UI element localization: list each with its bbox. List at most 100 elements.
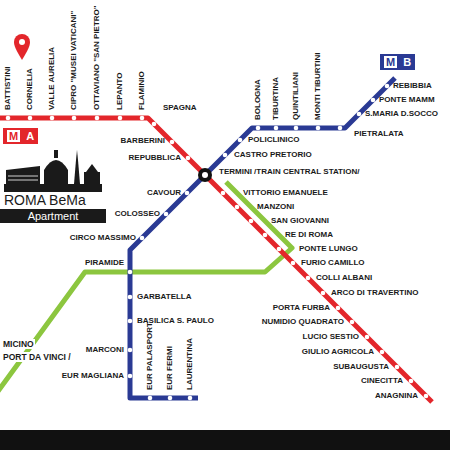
station-label: NUMIDIO QUADRATO bbox=[262, 317, 344, 327]
station-dot bbox=[128, 348, 133, 353]
station-label: GARBATELLA bbox=[137, 292, 192, 302]
station-dot bbox=[350, 320, 355, 325]
station-dot bbox=[357, 112, 362, 117]
station-label: RE DI ROMA bbox=[285, 230, 333, 240]
station-label: SAN GIOVANNI bbox=[271, 216, 329, 226]
station-dot bbox=[185, 191, 190, 196]
station-label: ANAGNINA bbox=[375, 391, 418, 401]
station-dot bbox=[128, 374, 133, 379]
station-label: PONTE LUNGO bbox=[299, 244, 358, 254]
station-label: PIETRALATA bbox=[354, 129, 403, 139]
interchange-ring bbox=[198, 168, 212, 182]
station-label: COLOSSEO bbox=[115, 209, 160, 219]
station-label: CAVOUR bbox=[147, 188, 181, 198]
station-label: BARBERINI bbox=[121, 136, 165, 146]
station-dot bbox=[152, 122, 157, 127]
station-dot bbox=[263, 233, 268, 238]
station-dot bbox=[6, 116, 11, 121]
station-label: QUINTILIANI bbox=[291, 72, 301, 120]
station-label: PORTA FURBA bbox=[273, 303, 330, 313]
station-label: MONTI TIBURTINI bbox=[313, 52, 323, 120]
rome-skyline bbox=[4, 150, 102, 192]
station-label: FLAMINIO bbox=[137, 71, 147, 110]
station-label: LUCIO SESTIO bbox=[303, 332, 359, 342]
station-label: MANZONI bbox=[257, 202, 294, 212]
station-label: EUR PALASPORT bbox=[145, 322, 155, 390]
station-label: VITTORIO EMANUELE bbox=[243, 188, 328, 198]
station-dot bbox=[170, 140, 175, 145]
station-dot bbox=[365, 335, 370, 340]
station-dot bbox=[140, 116, 145, 121]
station-dot bbox=[50, 116, 55, 121]
station-dot bbox=[336, 306, 341, 311]
station-dot bbox=[164, 212, 169, 217]
station-label: VALLE AURELIA bbox=[47, 47, 57, 110]
station-label: CORNELIA bbox=[25, 68, 35, 110]
station-dot bbox=[321, 291, 326, 296]
station-dot bbox=[371, 98, 376, 103]
line-letter: B bbox=[403, 56, 411, 68]
station-dot bbox=[28, 116, 33, 121]
brand-subtitle: Apartment bbox=[0, 209, 106, 223]
station-dot bbox=[249, 219, 254, 224]
station-label: LEPANTO bbox=[115, 73, 125, 110]
station-dot bbox=[128, 270, 133, 275]
station-dot bbox=[274, 126, 279, 131]
station-label: PONTE MAMM bbox=[379, 95, 435, 105]
station-label: SUBAUGUSTA bbox=[333, 362, 389, 372]
station-dot bbox=[306, 276, 311, 281]
station-dot bbox=[338, 126, 343, 131]
station-dot bbox=[238, 138, 243, 143]
station-dot bbox=[140, 236, 145, 241]
station-label: FURIO CAMILLO bbox=[301, 258, 365, 268]
metro-letter: M bbox=[7, 130, 20, 142]
line-b-badge: MB bbox=[380, 54, 415, 70]
bottom-band bbox=[0, 430, 450, 450]
station-dot bbox=[128, 319, 133, 324]
station-label: PORT DA VINCI / bbox=[2, 352, 72, 362]
station-dot bbox=[72, 116, 77, 121]
location-pin bbox=[14, 34, 30, 60]
interchange-core bbox=[202, 172, 208, 178]
station-dot bbox=[424, 394, 429, 399]
station-dot bbox=[409, 379, 414, 384]
station-label: BOLOGNA bbox=[253, 79, 263, 120]
station-label: POLICLINICO bbox=[248, 135, 300, 145]
station-label: S.MARIA D.SOCCO bbox=[365, 109, 438, 119]
station-label: CIRCO MASSIMO bbox=[70, 233, 136, 243]
station-dot bbox=[395, 365, 400, 370]
station-label: PIRAMIDE bbox=[85, 258, 124, 268]
station-label: REPUBBLICA bbox=[129, 153, 181, 163]
station-label: EUR MAGLIANA bbox=[62, 371, 124, 381]
apartment-logo: ROMA BeMaApartment bbox=[0, 192, 106, 223]
termini-interchange bbox=[198, 168, 212, 182]
line-a-badge: MA bbox=[3, 128, 38, 144]
station-label: TERMINI /TRAIN CENTRAL STATION/ bbox=[219, 167, 359, 177]
station-label: EUR FERMI bbox=[165, 346, 175, 390]
station-label: CASTRO PRETORIO bbox=[234, 150, 312, 160]
station-label: OTTAVIANO "SAN PIETRO" bbox=[92, 5, 102, 110]
line-green bbox=[0, 182, 292, 394]
station-label: MICINO bbox=[2, 339, 35, 349]
station-dot bbox=[186, 156, 191, 161]
station-label: BATTISTINI bbox=[3, 67, 13, 110]
station-label: CIPRO "MUSEI VATICANI" bbox=[69, 11, 79, 110]
station-label: ARCO DI TRAVERTINO bbox=[331, 288, 418, 298]
station-label: MARCONI bbox=[86, 345, 124, 355]
line-letter: A bbox=[26, 130, 34, 142]
station-dot bbox=[291, 261, 296, 266]
station-dot bbox=[221, 191, 226, 196]
station-label: COLLI ALBANI bbox=[316, 273, 372, 283]
station-dot bbox=[168, 396, 173, 401]
station-dot bbox=[148, 396, 153, 401]
station-dot bbox=[118, 116, 123, 121]
line-b bbox=[130, 78, 395, 398]
station-label: TIBURTINA bbox=[271, 77, 281, 120]
station-label: REBIBBIA bbox=[393, 81, 432, 91]
station-label: CINECITTA bbox=[361, 376, 403, 386]
station-dot bbox=[294, 126, 299, 131]
station-dot bbox=[316, 126, 321, 131]
brand-name: ROMA BeMa bbox=[0, 192, 106, 209]
station-dot bbox=[277, 247, 282, 252]
